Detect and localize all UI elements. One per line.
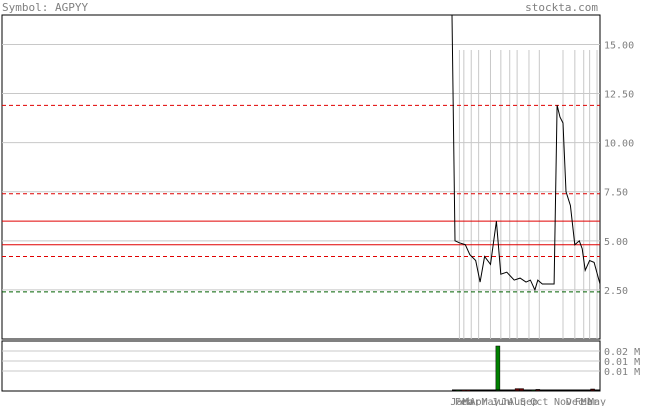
x-tick-label: Sep bbox=[520, 397, 538, 406]
x-tick-label: Aug bbox=[508, 397, 526, 406]
price-tick-label: 10.00 bbox=[604, 139, 634, 150]
price-tick-label: 15.00 bbox=[604, 40, 634, 51]
x-tick-label: Feb bbox=[575, 397, 593, 406]
symbol-label: Symbol: AGPYY bbox=[2, 1, 88, 14]
x-tick-label: Mar bbox=[581, 397, 599, 406]
price-panel: 2.50 5.00 7.50 10.00 12.50 15.00 bbox=[1, 14, 634, 340]
volume-tick-label: 0.02 M bbox=[604, 347, 640, 358]
price-tick-label: 12.50 bbox=[604, 90, 634, 101]
x-tick-label: Dec bbox=[566, 397, 584, 406]
price-tick-label: 2.50 bbox=[604, 286, 628, 297]
price-tick-label: 5.00 bbox=[604, 237, 628, 248]
x-tick-label: Feb bbox=[455, 397, 473, 406]
x-tick-label: Nov bbox=[554, 397, 572, 406]
volume-bar bbox=[495, 345, 501, 392]
site-label: stockta.com bbox=[525, 1, 598, 14]
price-series-line bbox=[451, 14, 601, 292]
x-tick-label: Mar bbox=[462, 397, 480, 406]
x-tick-label: May bbox=[588, 397, 606, 406]
x-tick-label: Jun bbox=[492, 397, 510, 406]
volume-panel: 0.02 M0.01 M0.01 M bbox=[1, 340, 640, 392]
volume-tick-label: 0.01 M bbox=[604, 357, 640, 368]
volume-frame bbox=[1, 340, 601, 392]
price-frame bbox=[1, 14, 601, 340]
x-tick-label: Apr bbox=[470, 397, 488, 406]
x-tick-label: May bbox=[481, 397, 499, 406]
x-tick-label: Oct bbox=[530, 397, 548, 406]
price-tick-label: 7.50 bbox=[604, 188, 628, 199]
x-tick-label: Jul bbox=[501, 397, 519, 406]
x-tick-label: Jan bbox=[450, 397, 468, 406]
volume-tick-label: 0.01 M bbox=[604, 367, 640, 378]
